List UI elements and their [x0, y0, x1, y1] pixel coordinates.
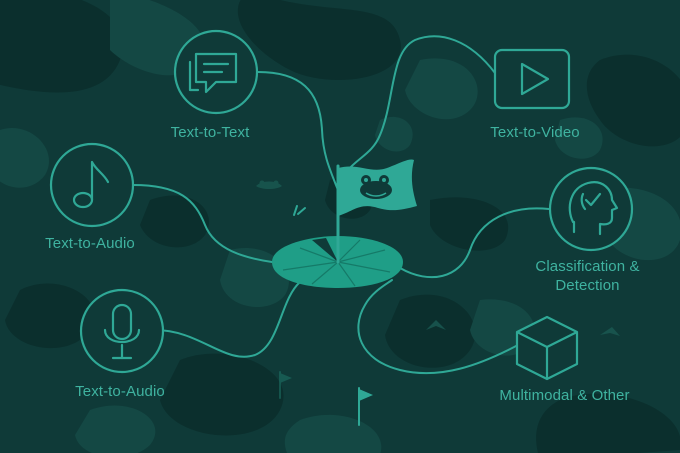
- video-play-icon: [493, 48, 571, 110]
- small-flag-icon: [358, 387, 373, 426]
- head-check-icon: [548, 166, 634, 252]
- label-multimodal: Multimodal & Other: [499, 387, 630, 404]
- faint-flag-icon: [279, 371, 292, 399]
- label-text-to-audio-2: Text-to-Audio: [75, 383, 165, 400]
- connector-text-to-text: [257, 71, 339, 191]
- connector-classification: [399, 207, 550, 279]
- microphone-icon: [79, 288, 165, 374]
- label-classification: Classification & Detection: [535, 258, 640, 294]
- chat-bubble-icon: [173, 29, 259, 115]
- connector-text-to-audio-1: [132, 184, 273, 263]
- music-note-icon: [49, 142, 135, 228]
- label-text-to-audio-1: Text-to-Audio: [45, 235, 135, 252]
- frog-flag-icon: [336, 159, 417, 264]
- connector-text-to-audio-2: [154, 281, 301, 358]
- label-text-to-text: Text-to-Text: [170, 124, 250, 141]
- cube-icon: [515, 315, 579, 381]
- connector-text-to-video: [337, 35, 496, 191]
- connector-multimodal: [357, 279, 519, 375]
- label-text-to-video: Text-to-Video: [490, 124, 580, 141]
